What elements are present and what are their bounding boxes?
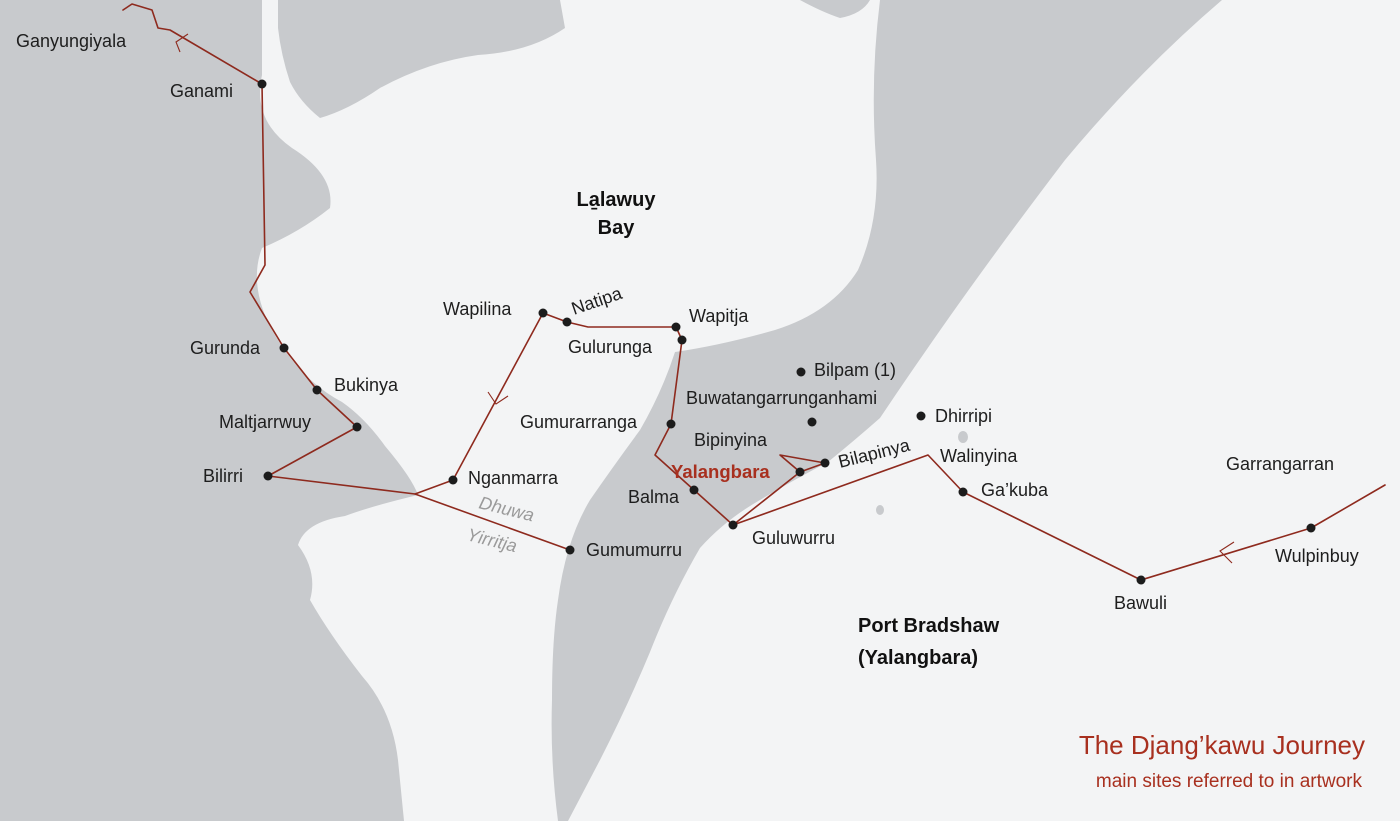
western-land bbox=[0, 0, 418, 821]
site-dot-wulpinbuy bbox=[1306, 523, 1316, 533]
bay-label-line1: La̱lawuy bbox=[577, 189, 657, 211]
cape-north bbox=[800, 0, 870, 18]
site-label-gakuba: Ga’kuba bbox=[981, 480, 1049, 500]
site-label-wapilina: Wapilina bbox=[443, 299, 512, 319]
site-dot-buwatangarrunganhami bbox=[807, 417, 817, 427]
site-dot-balma bbox=[689, 485, 699, 495]
site-label-gurunda: Gurunda bbox=[190, 338, 261, 358]
site-label-ganyungiyala: Ganyungiyala bbox=[16, 31, 127, 51]
site-label-gulurunga: Gulurunga bbox=[568, 337, 653, 357]
site-dot-wapilina bbox=[538, 308, 548, 318]
direction-arrow bbox=[487, 391, 509, 405]
islet bbox=[958, 431, 968, 443]
site-dot-dhirripi bbox=[916, 411, 926, 421]
site-dot-wapitja bbox=[671, 322, 681, 332]
site-label-gumumurru: Gumumurru bbox=[586, 540, 682, 560]
site-dot-bawuli bbox=[1136, 575, 1146, 585]
port-label-line2: (Yalangbara) bbox=[858, 647, 978, 669]
site-label-nganmarra: Nganmarra bbox=[468, 468, 559, 488]
site-label-bawuli: Bawuli bbox=[1114, 593, 1167, 613]
site-label-guluwurru: Guluwurru bbox=[752, 528, 835, 548]
site-dot-nganmarra bbox=[448, 475, 458, 485]
northern-headland bbox=[278, 0, 565, 118]
site-label-bilirri: Bilirri bbox=[203, 466, 243, 486]
islet bbox=[876, 505, 884, 515]
site-dot-guluwurru bbox=[728, 520, 738, 530]
site-label-wapitja: Wapitja bbox=[689, 306, 749, 326]
site-dot-gulurunga bbox=[677, 335, 687, 345]
direction-arrow bbox=[1219, 541, 1235, 564]
site-label-garrangarran: Garrangarran bbox=[1226, 454, 1334, 474]
site-dot-yalangbara bbox=[795, 467, 805, 477]
direction-arrow bbox=[175, 33, 189, 53]
site-label-ganami: Ganami bbox=[170, 81, 233, 101]
central-peninsula bbox=[551, 0, 1222, 821]
site-label-bilpam: Bilpam (1) bbox=[814, 360, 896, 380]
site-dot-gakuba bbox=[958, 487, 968, 497]
site-label-maltjarrwuy: Maltjarrwuy bbox=[219, 412, 311, 432]
site-dot-gumumurru bbox=[565, 545, 575, 555]
journey-route-north bbox=[122, 3, 358, 477]
site-label-walinyina: Walinyina bbox=[940, 446, 1018, 466]
site-dot-bilpam bbox=[796, 367, 806, 377]
site-label-dhirripi: Dhirripi bbox=[935, 406, 992, 426]
map-subtitle: main sites referred to in artwork bbox=[1096, 771, 1363, 792]
site-dot-bilapinya bbox=[820, 458, 830, 468]
site-dot-bukinya bbox=[312, 385, 322, 395]
site-dot-bilirri bbox=[263, 471, 273, 481]
site-dot-gumurarranga bbox=[666, 419, 676, 429]
site-label-gumurarranga: Gumurarranga bbox=[520, 412, 638, 432]
port-label-line1: Port Bradshaw bbox=[858, 615, 1000, 637]
site-label-bipinyina: Bipinyina bbox=[694, 430, 768, 450]
bay-label-line2: Bay bbox=[598, 217, 636, 239]
site-dots bbox=[257, 79, 1316, 585]
site-dot-natipa bbox=[562, 317, 572, 327]
site-dot-gurunda bbox=[279, 343, 289, 353]
site-label-wulpinbuy: Wulpinbuy bbox=[1275, 546, 1359, 566]
site-label-balma: Balma bbox=[628, 487, 680, 507]
site-label-bukinya: Bukinya bbox=[334, 375, 399, 395]
site-dot-ganami bbox=[257, 79, 267, 89]
site-label-buwatangarrunganhami: Buwatangarrunganhami bbox=[686, 388, 877, 408]
map-title: The Djang’kawu Journey bbox=[1079, 730, 1365, 760]
site-dot-maltjarrwuy bbox=[352, 422, 362, 432]
site-label-yalangbara: Yalangbara bbox=[671, 461, 770, 482]
